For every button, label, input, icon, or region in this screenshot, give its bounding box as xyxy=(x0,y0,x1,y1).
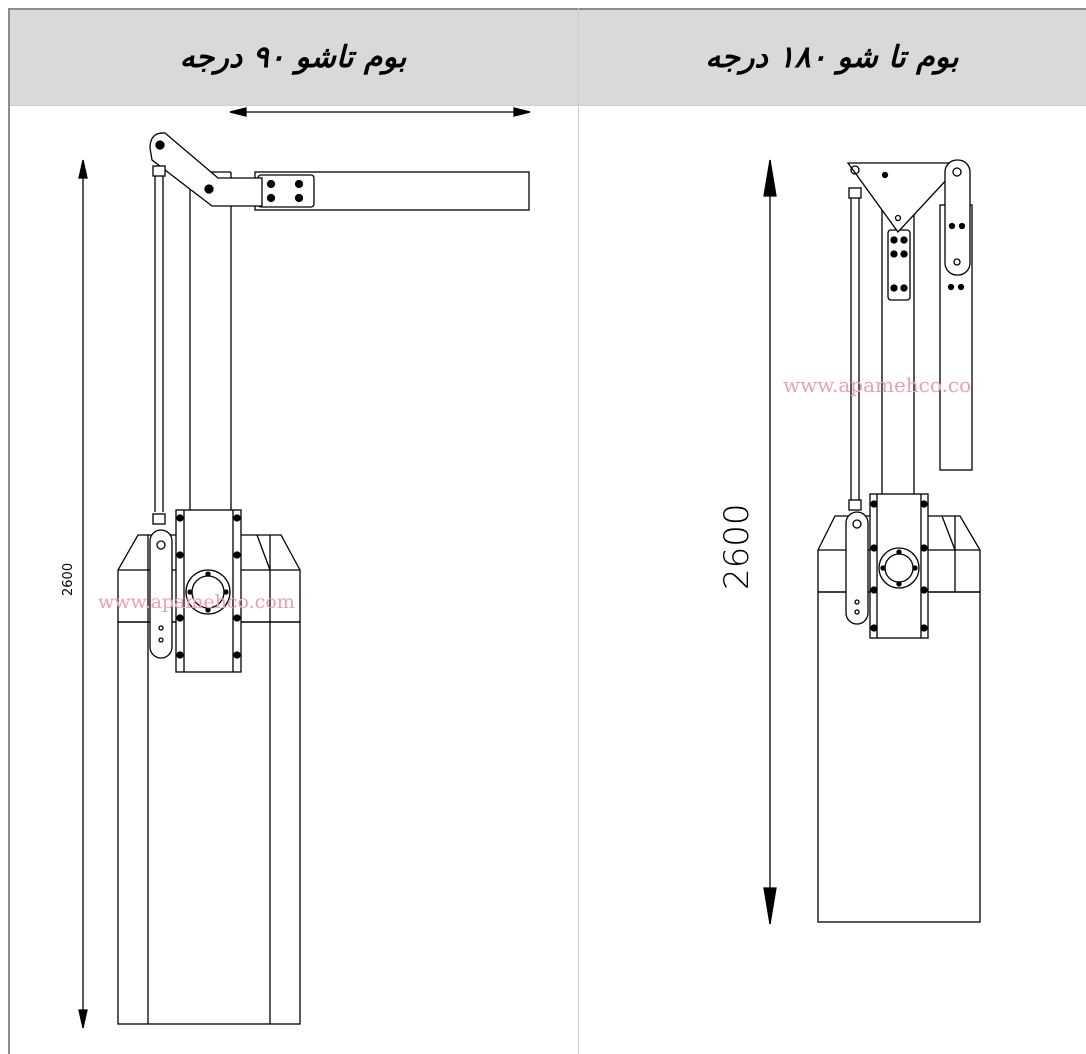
header-folding-90: بوم تاشو ۹۰ درجه xyxy=(179,39,407,75)
column-divider xyxy=(578,8,579,1054)
vertical-boom-left xyxy=(189,171,232,512)
cabinet-body-left xyxy=(117,534,301,1025)
pivot-plate-right xyxy=(846,162,964,234)
right-drawing-180 xyxy=(763,159,981,925)
top-border xyxy=(8,8,1086,10)
gearbox-plate-left xyxy=(175,509,242,673)
watermark-right: www.apamehco.co xyxy=(783,373,971,397)
vertical-boom-right xyxy=(881,205,915,496)
dimension-label-right: 2600 xyxy=(717,503,757,590)
horizontal-boom-left xyxy=(254,171,530,211)
left-border xyxy=(8,8,10,1054)
control-rod-left xyxy=(152,165,166,525)
top-lever-right xyxy=(944,159,971,276)
dimension-label-left: 2600 xyxy=(61,563,76,596)
folding-link-left xyxy=(149,132,263,207)
swing-lever-left xyxy=(149,529,173,659)
header-folding-180: بوم تا شو ۱۸۰ درجه xyxy=(705,39,959,75)
horizontal-dimension-line xyxy=(229,107,531,117)
left-drawing-90 xyxy=(78,107,531,1029)
vertical-dimension-line-right xyxy=(763,159,777,925)
vertical-dimension-line-left xyxy=(78,159,88,1029)
header-row: بوم تاشو ۹۰ درجه بوم تا شو ۱۸۰ درجه xyxy=(8,8,1086,106)
table-frame: بوم تاشو ۹۰ درجه بوم تا شو ۱۸۰ درجه xyxy=(8,8,1086,1054)
watermark-left: www.apamehco.com xyxy=(98,591,295,613)
gearbox-plate-right xyxy=(869,493,929,639)
swing-lever-right xyxy=(845,511,869,625)
header-divider xyxy=(8,105,1086,106)
control-rod-right xyxy=(848,187,862,511)
